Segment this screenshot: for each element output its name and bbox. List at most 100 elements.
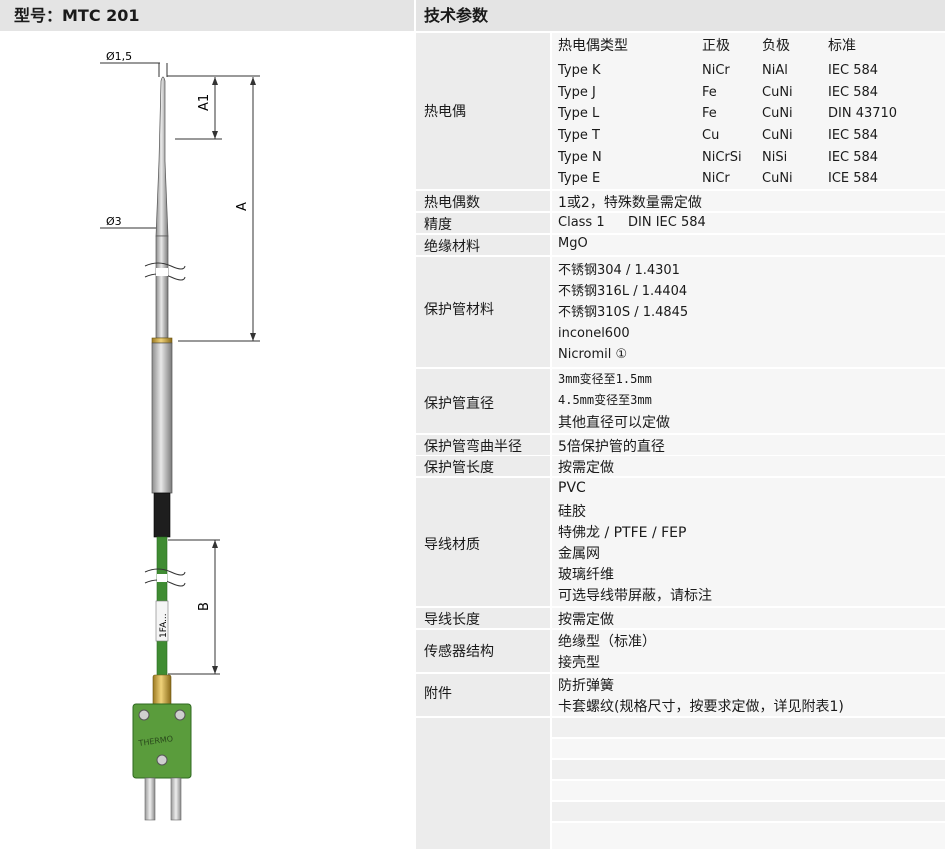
empty-label-cell [416,718,550,849]
structure-label-cell: 传感器结构 [416,630,550,672]
tc-row-j-type: Type J [558,85,596,100]
wire-length-value-cell: 按需定做 [552,608,945,628]
wire-material-ptfe: 特佛龙 / PTFE / FEP [558,525,687,541]
tc-row-k-neg: NiAl [762,63,788,78]
insulation-label-cell: 绝缘材料 [416,235,550,255]
sheath-material-value-cell: 不锈钢304 / 1.4301 不锈钢316L / 1.4404 不锈钢310S… [552,257,945,367]
structure-label: 传感器结构 [424,644,494,660]
brass-sleeve [152,674,172,708]
sheath-material-nicromil: Nicromil ① [558,347,628,362]
accessories-label-cell: 附件 [416,674,550,716]
wire-length-label-cell: 导线长度 [416,608,550,628]
screw-bottom-icon [156,754,168,766]
tc-row-e-neg: CuNi [762,171,793,186]
wire-material-pvc: PVC [558,480,586,496]
tc-row-k-std: IEC 584 [828,63,879,78]
dimension-lines [100,62,260,675]
tc-row-n-neg: NiSi [762,150,788,165]
insulation-value: MgO [558,236,588,251]
sensor-drawing: Ø1,5 Ø3 A1 A B 1FA... THERMO [0,31,414,849]
sheath-diameter-value-cell: 3mm变径至1.5mm 4.5mm变径至3mm 其他直径可以定做 [552,369,945,433]
count-value: 1或2，特殊数量需定做 [558,195,702,211]
wire-material-label: 导线材质 [424,537,480,553]
bend-radius-label: 保护管弯曲半径 [424,439,522,455]
tc-row-e-std: ICE 584 [828,171,879,186]
tc-row-j-std: IEC 584 [828,85,879,100]
tc-row-t-pos: Cu [702,128,720,143]
wire-material-metal-mesh: 金属网 [558,546,600,562]
cable-tag [155,600,169,642]
tc-row-n-std: IEC 584 [828,150,879,165]
thermocouple-label: 热电偶 [424,104,466,120]
break-mark-upper [144,262,186,270]
tc-row-e-pos: NiCr [702,171,730,186]
sheath-diameter-label: 保护管直径 [424,396,494,412]
sheath-tube [155,235,169,339]
bend-radius-label-cell: 保护管弯曲半径 [416,435,550,455]
accessories-value-cell: 防折弹簧 卡套螺纹(规格尺寸，按要求定做，详见附表1) [552,674,945,716]
sheath-material-label-cell: 保护管材料 [416,257,550,367]
empty-row [552,718,945,737]
shrink-sleeve [153,492,171,538]
bend-radius-value: 5倍保护管的直径 [558,439,665,455]
sheath-material-316l: 不锈钢316L / 1.4404 [558,284,688,299]
wire-length-label: 导线长度 [424,612,480,628]
sheath-length-label-cell: 保护管长度 [416,456,550,476]
count-label-cell: 热电偶数 [416,191,550,211]
accuracy-value-cell: Class 1 DIN IEC 584 [552,213,945,233]
accuracy-class: Class 1 [558,215,605,230]
tc-row-l-pos: Fe [702,106,717,121]
accessories-ferrule: 卡套螺纹(规格尺寸，按要求定做，详见附表1) [558,699,844,715]
col-negative-header: 负极 [762,38,790,54]
wire-material-value-cell: PVC 硅胶 特佛龙 / PTFE / FEP 金属网 玻璃纤维 可选导线带屏蔽… [552,478,945,606]
tc-row-k-pos: NiCr [702,63,730,78]
tc-row-l-neg: CuNi [762,106,793,121]
wire-material-shield-note: 可选导线带屏蔽，请标注 [558,588,712,604]
sheath-length-label: 保护管长度 [424,460,494,476]
tc-row-j-pos: Fe [702,85,717,100]
empty-row [552,823,945,849]
wire-material-glass-fiber: 玻璃纤维 [558,567,614,583]
sheath-diameter-3mm: 3mm变径至1.5mm [558,372,652,386]
tc-row-e-type: Type E [558,171,601,186]
insulation-label: 绝缘材料 [424,239,480,255]
accessories-spring: 防折弹簧 [558,678,614,694]
empty-row [552,739,945,758]
connector-body [132,703,192,779]
structure-insulated: 绝缘型（标准） [558,634,656,650]
sheath-diameter-custom: 其他直径可以定做 [558,415,670,431]
wire-material-label-cell: 导线材质 [416,478,550,606]
dim-b-label: B [197,602,212,611]
accuracy-label: 精度 [424,217,452,233]
pin-left [144,777,156,821]
tc-row-k-type: Type K [558,63,601,78]
sheath-material-inconel: inconel600 [558,326,630,341]
transition-sleeve [151,342,173,494]
sheath-material-304: 不锈钢304 / 1.4301 [558,263,680,278]
tc-row-j-neg: CuNi [762,85,793,100]
dim-a1-label: A1 [197,94,212,111]
probe-tip [155,76,169,237]
empty-row [552,760,945,779]
wire-material-silicone: 硅胶 [558,504,586,520]
sheath-length-value: 按需定做 [558,460,614,476]
col-positive-header: 正极 [702,38,730,54]
sheath-diameter-4-5mm: 4.5mm变径至3mm [558,393,652,407]
pin-right [170,777,182,821]
spec-table: 热电偶 热电偶类型 正极 负极 标准 Type K NiCr NiAl IEC … [416,33,945,849]
col-standard-header: 标准 [828,38,856,54]
tc-row-t-std: IEC 584 [828,128,879,143]
structure-value-cell: 绝缘型（标准） 接壳型 [552,630,945,672]
col-type-header: 热电偶类型 [558,38,628,54]
sheath-material-label: 保护管材料 [424,302,494,318]
sheath-material-310s: 不锈钢310S / 1.4845 [558,305,689,320]
break-mark-lower [144,568,186,576]
empty-row [552,802,945,821]
tc-row-l-std: DIN 43710 [828,106,898,121]
brass-ring [151,337,173,344]
screw-left-icon [138,709,150,721]
empty-row [552,781,945,800]
dim-tube-label: Ø3 [106,215,122,228]
tc-row-t-neg: CuNi [762,128,793,143]
bend-radius-value-cell: 5倍保护管的直径 [552,435,945,455]
